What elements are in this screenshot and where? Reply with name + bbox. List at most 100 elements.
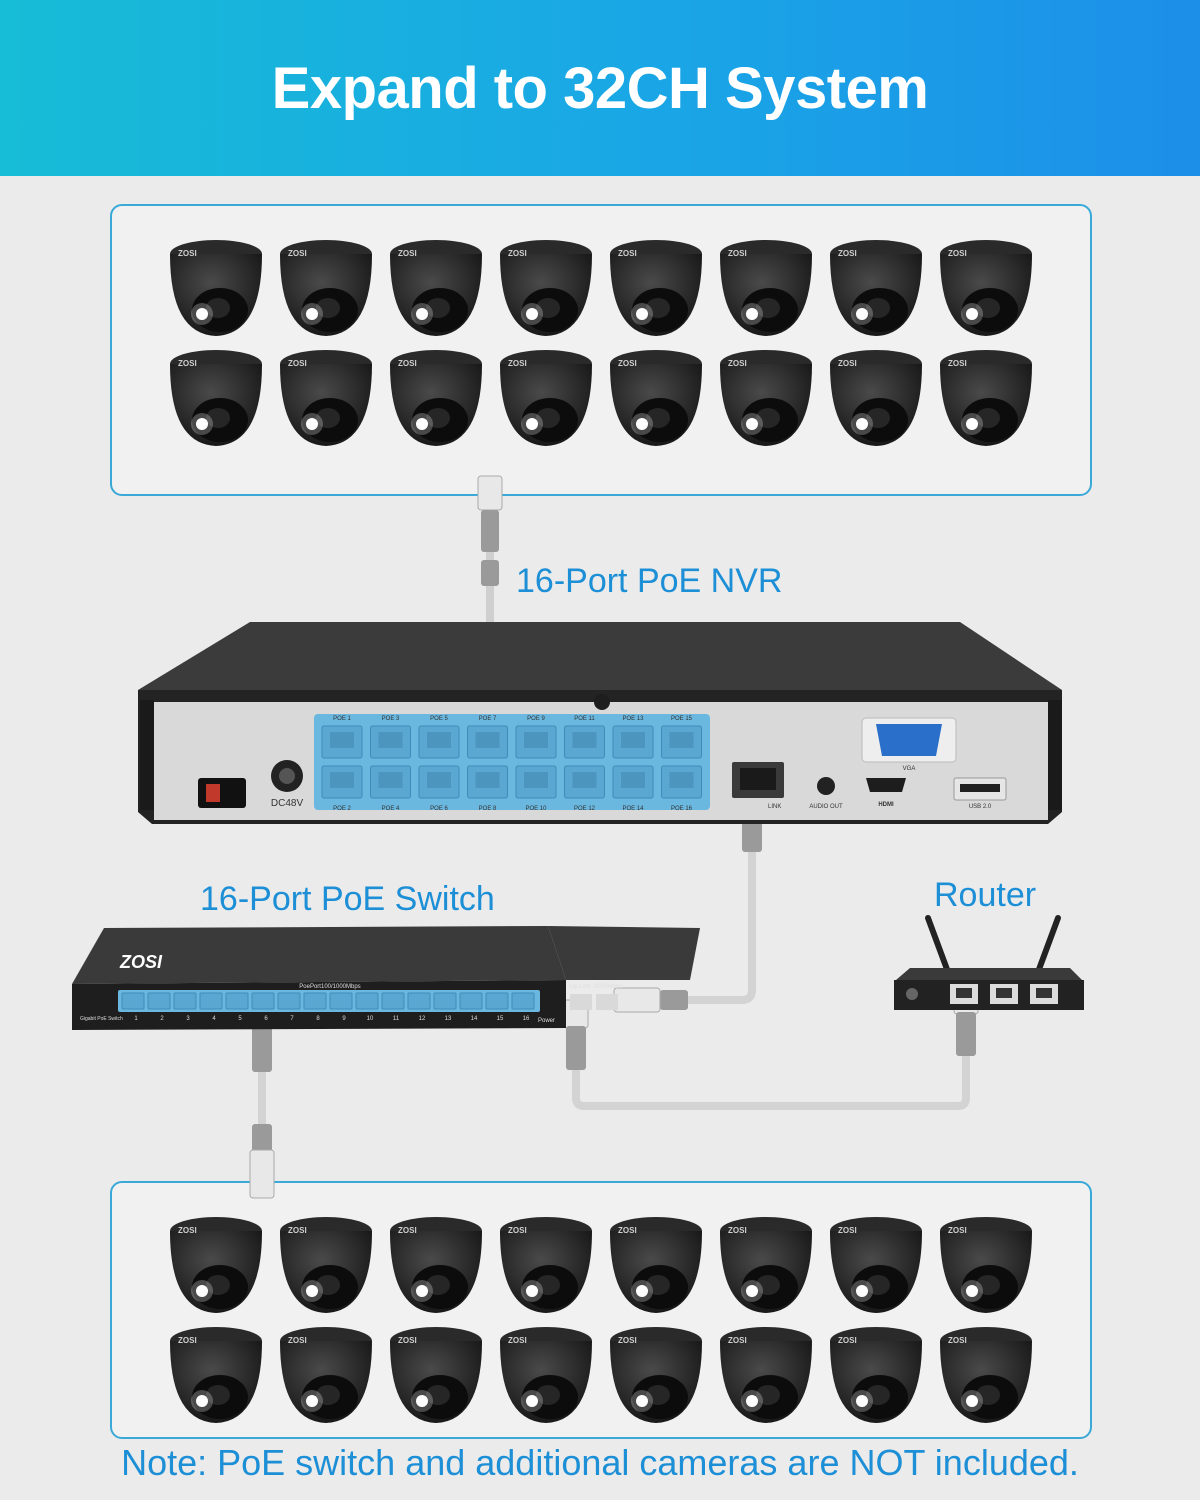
switch-model-label: Gigabit PoE Switch <box>80 1016 123 1022</box>
dome-camera-icon: ZOSI <box>820 1209 928 1317</box>
nvr-poe-port <box>515 725 557 759</box>
nvr-hdmi-label: HDMI <box>878 802 894 808</box>
svg-text:ZOSI: ZOSI <box>508 1336 527 1345</box>
switch-port-number: 16 <box>523 1016 530 1022</box>
camera-group-bottom: ZOSI ZOSI <box>110 1181 1092 1439</box>
nvr-poe-port <box>370 725 411 759</box>
svg-text:ZOSI: ZOSI <box>288 249 307 258</box>
dome-camera-icon: ZOSI <box>160 1209 268 1317</box>
cable-nvr-lan-to-switch <box>656 816 756 1004</box>
switch-port-number: 12 <box>419 1016 426 1022</box>
svg-text:ZOSI: ZOSI <box>838 359 857 368</box>
switch-port-number: 7 <box>290 1016 294 1022</box>
camera-row: ZOSI ZOSI <box>160 342 1038 450</box>
page-title: Expand to 32CH System <box>271 55 929 121</box>
dome-camera-icon: ZOSI <box>270 342 378 450</box>
nvr-port-label: POE 7 <box>479 716 497 722</box>
antenna-icon <box>1035 915 1061 975</box>
svg-text:ZOSI: ZOSI <box>728 249 747 258</box>
nvr-port-label: POE 3 <box>382 716 400 722</box>
dome-camera-icon: ZOSI <box>490 1209 598 1317</box>
switch-poe-port <box>433 992 457 1010</box>
dome-camera-icon: ZOSI <box>930 342 1038 450</box>
switch-port-number: 9 <box>342 1016 346 1022</box>
dome-camera-icon: ZOSI <box>270 1209 378 1317</box>
nvr-audio-port <box>817 777 835 795</box>
switch-poe-port <box>225 992 249 1010</box>
switch-port-number: 11 <box>393 1016 400 1022</box>
camera-group-top: ZOSI ZOSI <box>110 204 1092 496</box>
antenna-icon <box>925 915 951 975</box>
nvr-poe-port <box>661 765 702 799</box>
switch-poe-port <box>511 992 535 1010</box>
nvr-port-label: POE 13 <box>622 716 644 722</box>
switch-poe-port <box>329 992 353 1010</box>
nvr-port-label: POE 11 <box>574 716 595 722</box>
nvr-poe-port <box>467 765 508 799</box>
nvr-poe-port-block <box>314 714 710 810</box>
dome-camera-icon: ZOSI <box>380 1209 488 1317</box>
nvr-port-label: POE 5 <box>430 716 448 722</box>
nvr-port-label: POE 12 <box>574 806 596 812</box>
dome-camera-icon: ZOSI <box>490 1319 598 1427</box>
dome-camera-icon: ZOSI <box>710 1319 818 1427</box>
title-banner: Expand to 32CH System <box>0 0 1200 176</box>
switch-poe-port <box>173 992 197 1010</box>
switch-uplink-title: Up Link -1000Mbps <box>570 984 622 990</box>
nvr-lan-label: LINK <box>768 804 781 810</box>
svg-text:ZOSI: ZOSI <box>398 1226 417 1235</box>
dome-camera-icon: ZOSI <box>380 1319 488 1427</box>
camera-row: ZOSI ZOSI <box>160 1319 1038 1427</box>
nvr-poe-port <box>612 725 654 759</box>
svg-text:ZOSI: ZOSI <box>508 359 527 368</box>
nvr-port-label: POE 15 <box>671 716 693 722</box>
svg-text:ZOSI: ZOSI <box>178 1336 197 1345</box>
switch-poe-port <box>303 992 327 1010</box>
rj45-connector-icon <box>477 475 503 586</box>
nvr-poe-port <box>321 725 363 759</box>
switch-label: 16-Port PoE Switch <box>200 880 495 918</box>
dome-camera-icon: ZOSI <box>490 342 598 450</box>
svg-text:ZOSI: ZOSI <box>398 1336 417 1345</box>
switch-port-number: 15 <box>497 1016 504 1022</box>
switch-poe-port <box>277 992 301 1010</box>
dome-camera-icon: ZOSI <box>380 232 488 340</box>
nvr-port-label: POE 2 <box>333 806 351 812</box>
nvr-hdmi-port <box>866 778 906 792</box>
note-text: Note: PoE switch and additional cameras … <box>121 1442 1079 1483</box>
dome-camera-icon: ZOSI <box>490 232 598 340</box>
camera-grid-top: ZOSI ZOSI <box>160 232 1038 452</box>
svg-text:ZOSI: ZOSI <box>178 249 197 258</box>
nvr-poe-port <box>515 765 557 799</box>
dome-camera-icon: ZOSI <box>600 1319 708 1427</box>
nvr-port-label: POE 8 <box>479 806 497 812</box>
dome-camera-icon: ZOSI <box>930 1209 1038 1317</box>
svg-text:ZOSI: ZOSI <box>178 359 197 368</box>
svg-text:ZOSI: ZOSI <box>288 1336 307 1345</box>
nvr-poe-port <box>564 765 605 799</box>
dome-camera-icon: ZOSI <box>710 1209 818 1317</box>
nvr-poe-port <box>612 765 654 799</box>
switch-port-number: 13 <box>445 1016 452 1022</box>
dome-camera-icon: ZOSI <box>600 1209 708 1317</box>
dome-camera-icon: ZOSI <box>710 342 818 450</box>
switch-port-number: 5 <box>238 1016 242 1022</box>
router-device <box>894 915 1084 1010</box>
dome-camera-icon: ZOSI <box>270 1319 378 1427</box>
nvr-power-label: DC48V <box>271 798 304 809</box>
svg-text:ZOSI: ZOSI <box>728 1336 747 1345</box>
switch-power-label: Power <box>538 1018 555 1024</box>
nvr-port-label: POE 1 <box>333 716 351 722</box>
switch-poe-port <box>199 992 223 1010</box>
nvr-poe-port <box>370 765 411 799</box>
switch-uplink-port-1 <box>570 994 592 1010</box>
switch-port-number: 6 <box>264 1016 268 1022</box>
switch-port-number: 1 <box>134 1016 138 1022</box>
nvr-vga-label: VGA <box>903 766 916 772</box>
svg-text:ZOSI: ZOSI <box>288 359 307 368</box>
dome-camera-icon: ZOSI <box>820 342 928 450</box>
switch-poe-port <box>147 992 171 1010</box>
svg-text:ZOSI: ZOSI <box>728 359 747 368</box>
